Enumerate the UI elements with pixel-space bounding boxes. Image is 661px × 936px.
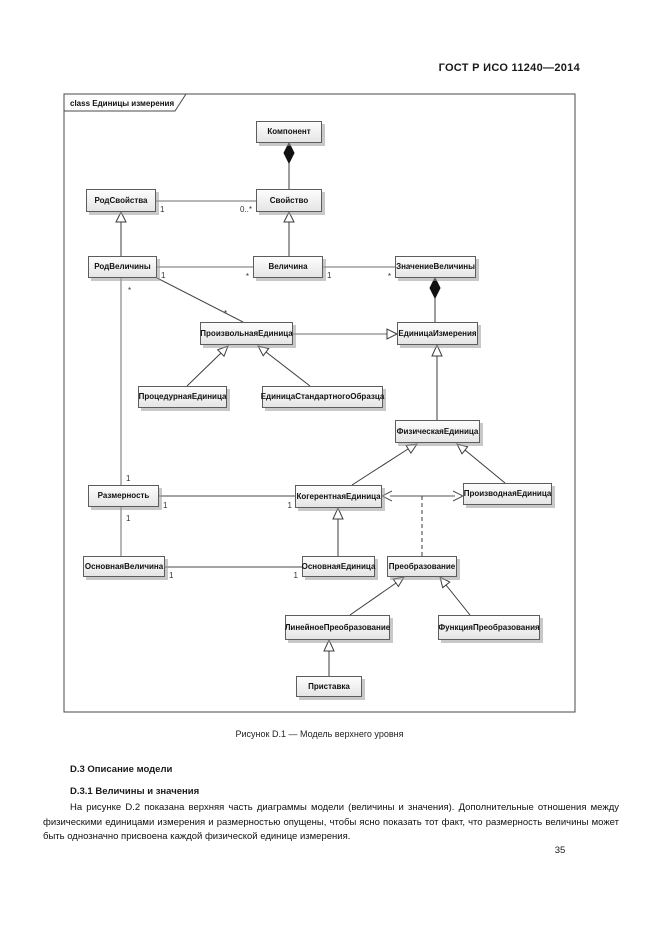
class-box-pristavka: Приставка — [296, 676, 362, 697]
class-box-lineynoe-preobrazovanie: ЛинейноеПреобразование — [285, 615, 390, 640]
subsection-heading: D.3.1 Величины и значения — [70, 786, 200, 797]
composition-component-svoystvo — [283, 141, 295, 189]
class-box-edinitsa-std-obraztsa: ЕдиницаСтандартногоОбразца — [261, 386, 384, 408]
class-box-osnovnaya-velichina: ОсновнаяВеличина — [83, 556, 165, 577]
class-box-kogerentnaya-edinitsa: КогерентнаяЕдиница — [295, 485, 382, 508]
class-box-znachenie-velichiny: ЗначениеВеличины — [395, 256, 476, 278]
class-box-protsedurnaya-edinitsa: ПроцедурнаяЕдиница — [138, 386, 227, 408]
class-box-proizvolnaya-edinitsa: ПроизвольнаяЕдиница — [200, 322, 293, 345]
page-number: 35 — [554, 845, 566, 856]
class-box-razmernost: Размерность — [88, 485, 159, 507]
class-box-proizvodnaya-edinitsa: ПроизводнаяЕдиница — [463, 483, 552, 505]
class-box-rod-velichiny: РодВеличины — [88, 256, 157, 278]
mult-label: 1 — [126, 474, 131, 483]
class-box-osnovnaya-edinitsa: ОсновнаяЕдиница — [302, 556, 375, 577]
diagram-frame: class Единицы измерения — [63, 93, 576, 713]
mult-label: * — [128, 286, 131, 295]
class-box-preobrazovanie: Преобразование — [387, 556, 457, 577]
class-box-component: Компонент — [256, 121, 322, 143]
mult-label: 0..* — [240, 205, 252, 214]
class-box-rod-svoystva: РодСвойства — [86, 189, 156, 212]
mult-label: 1 — [288, 501, 293, 510]
class-box-svoystvo: Свойство — [256, 189, 322, 212]
mult-label: 1 — [163, 501, 168, 510]
mult-label: * — [246, 272, 249, 281]
section-heading: D.3 Описание модели — [70, 764, 173, 775]
mult-label: 1 — [294, 571, 299, 580]
class-box-funktsiya-preobrazovaniya: ФункцияПреобразования — [438, 615, 540, 640]
class-box-velichina: Величина — [253, 256, 323, 278]
frame-label: class Единицы измерения — [70, 99, 174, 108]
mult-label: 1 — [126, 514, 131, 523]
body-paragraph: На рисунке D.2 показана верхняя часть ди… — [43, 802, 619, 842]
mult-label: 1 — [327, 271, 332, 280]
mult-label: * — [388, 272, 391, 281]
class-box-edinitsa-izmereniya: ЕдиницаИзмерения — [397, 322, 478, 345]
multiplicity-labels: 1 0..* 1 * 1 * * 1 1 * 1 1 1 1 — [126, 205, 391, 580]
mult-label: 1 — [160, 205, 165, 214]
mult-label: 1 — [161, 271, 166, 280]
mult-label: * — [224, 309, 227, 318]
mult-label: 1 — [169, 571, 174, 580]
figure-caption: Рисунок D.1 — Модель верхнего уровня — [235, 729, 404, 739]
composition-znachenie-edinitsa — [429, 276, 441, 322]
document-header: ГОСТ Р ИСО 11240—2014 — [438, 62, 580, 74]
class-box-fizicheskaya-edinitsa: ФизическаяЕдиница — [395, 420, 480, 443]
association-edges — [120, 200, 395, 568]
generalization-edges — [115, 210, 506, 676]
